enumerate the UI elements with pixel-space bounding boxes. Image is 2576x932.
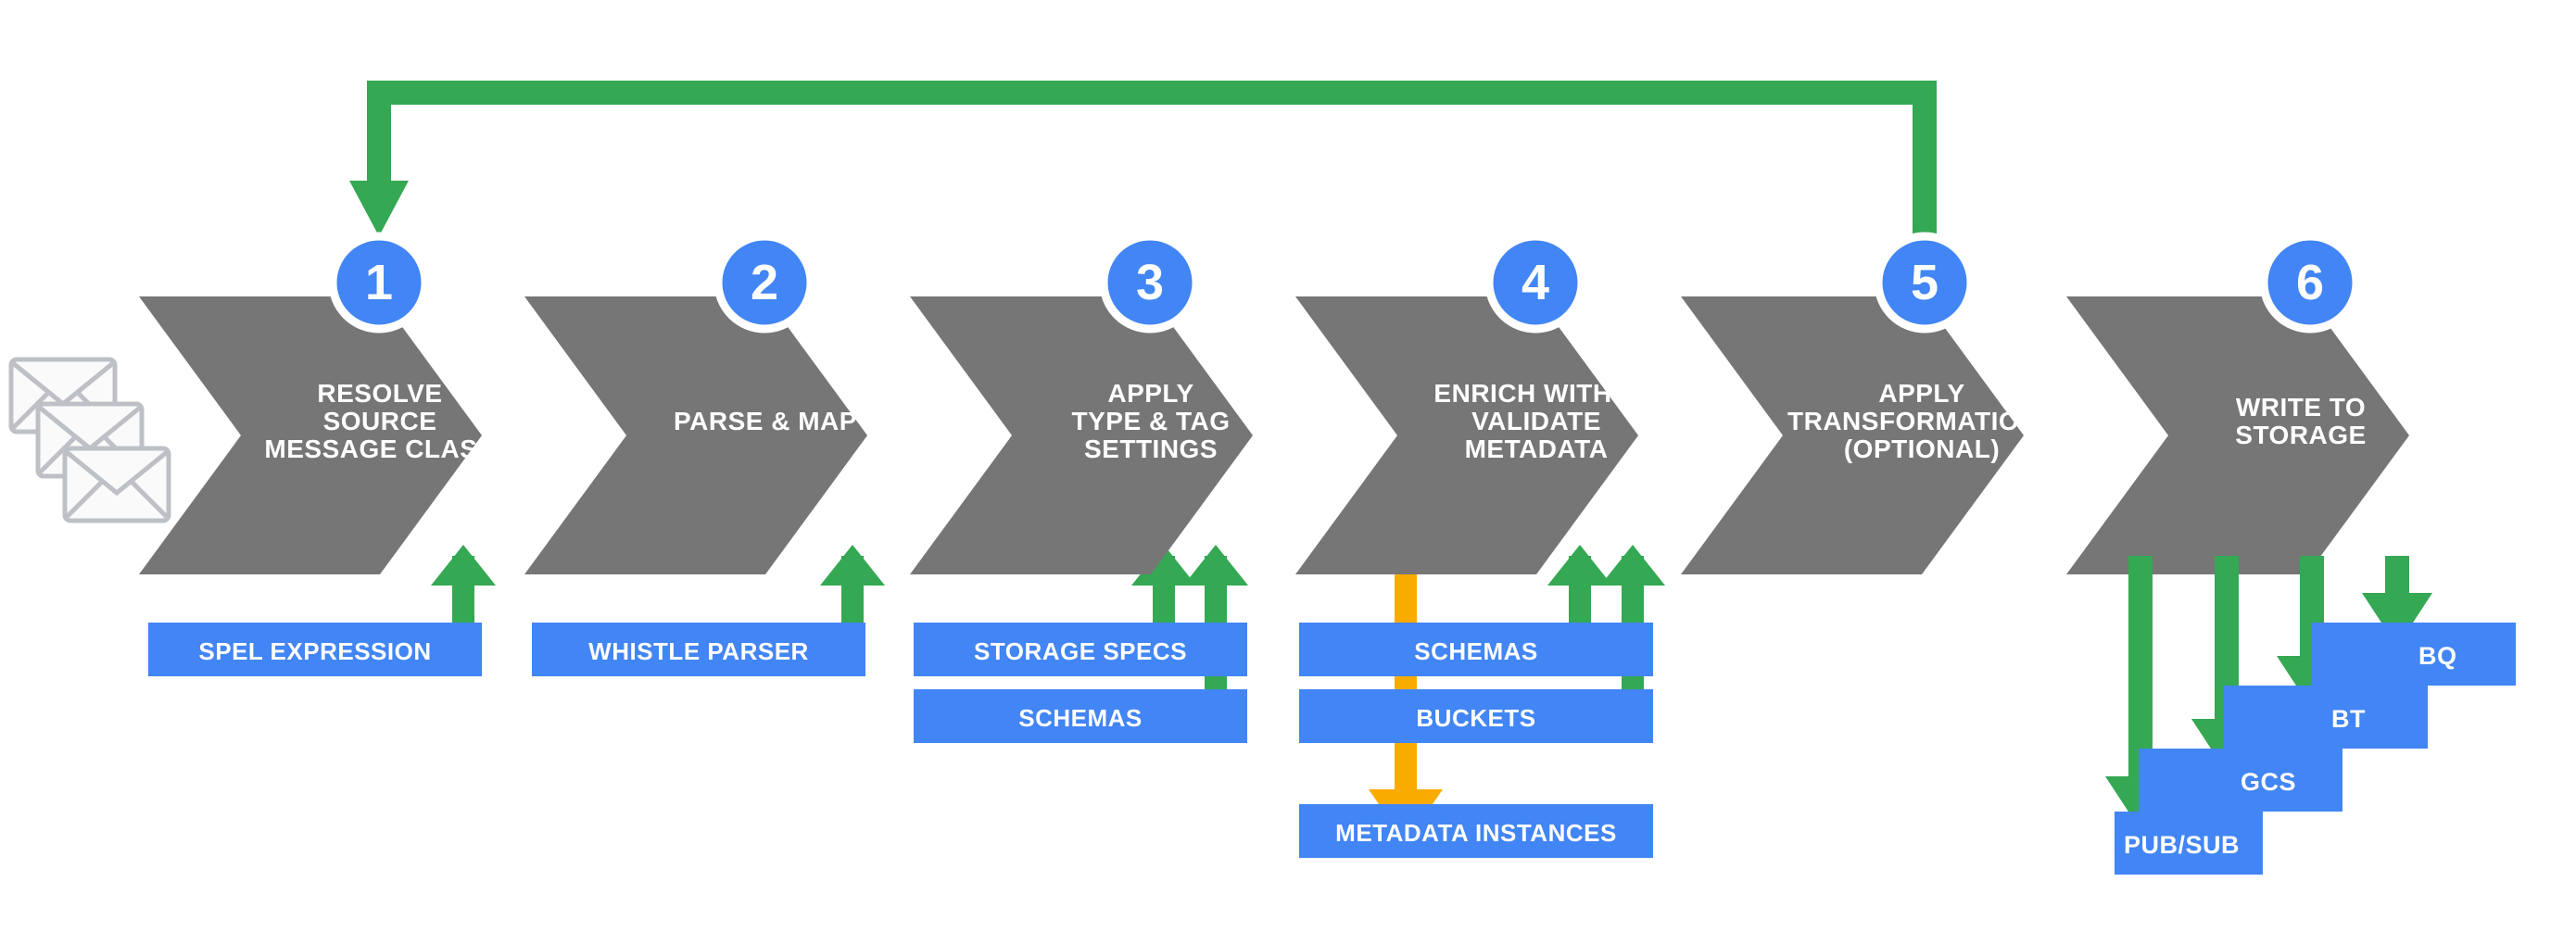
chevron-step-2 [524, 296, 867, 574]
resource-box-spel [148, 623, 482, 676]
resource-box-whistle [532, 623, 865, 676]
resource-box-step4-schemas [1299, 623, 1653, 676]
step-circle-5 [1874, 232, 1976, 334]
step-circle-3 [1099, 232, 1201, 334]
chevron-step-1 [139, 296, 482, 574]
step-circle-1 [328, 232, 430, 334]
chevron-step-6 [2066, 296, 2409, 574]
chevron-step-5 [1681, 296, 2024, 574]
chevron-step-3 [910, 296, 1253, 574]
resource-boxes [148, 623, 1653, 858]
sink-box-gcs [2139, 749, 2342, 812]
chevron-steps [139, 296, 2409, 574]
resource-box-step3-schemas [914, 689, 1247, 743]
envelopes-icon [8, 357, 171, 523]
resource-box-storage-specs [914, 623, 1247, 676]
storage-sink-boxes [2115, 623, 2516, 875]
resource-box-metadata-instances [1299, 804, 1653, 858]
chevron-step-4 [1295, 296, 1638, 574]
sink-box-bt [2224, 686, 2428, 749]
envelope-icon-3 [62, 446, 171, 523]
step-circle-4 [1484, 232, 1586, 334]
step-circle-2 [713, 232, 815, 334]
resource-box-buckets [1299, 689, 1653, 743]
sink-box-pubsub [2115, 812, 2263, 875]
sink-box-bq [2312, 623, 2516, 686]
step-circle-6 [2259, 232, 2361, 334]
feedback-arrow [349, 81, 1937, 278]
step-number-circles [328, 232, 2361, 334]
arrow-down-bq [2362, 556, 2432, 647]
